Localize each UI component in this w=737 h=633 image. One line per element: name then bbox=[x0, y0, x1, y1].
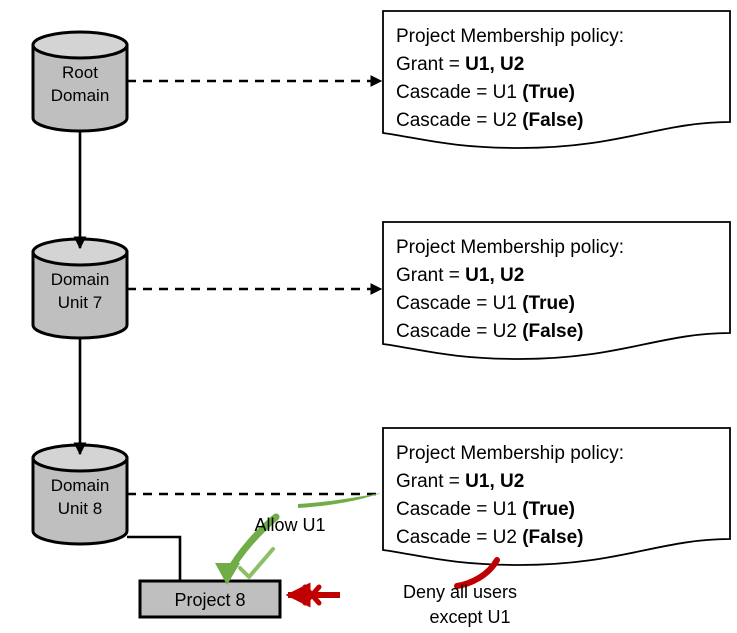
edge-unit8-to-project8 bbox=[127, 535, 182, 583]
note-shape bbox=[382, 427, 731, 566]
note-grant-value: U1, U2 bbox=[465, 265, 524, 286]
note-cascade1-value: (True) bbox=[522, 293, 575, 314]
note-grant-label: Grant = bbox=[396, 265, 465, 286]
note-shape bbox=[382, 10, 731, 149]
note-title: Project Membership policy: bbox=[396, 443, 624, 464]
note-cascade2-label: Cascade = U2 bbox=[396, 110, 522, 131]
policy-note-root[interactable]: Project Membership policy: Grant = U1, U… bbox=[382, 10, 731, 149]
policy-note-unit7[interactable]: Project Membership policy: Grant = U1, U… bbox=[382, 221, 731, 360]
note-cascade2-label: Cascade = U2 bbox=[396, 321, 522, 342]
note-cascade2-value: (False) bbox=[522, 321, 583, 342]
allow-arrow-head bbox=[215, 563, 240, 585]
cylinder-top bbox=[31, 30, 129, 60]
node-domain-unit-8-label-1: Domain bbox=[51, 476, 110, 495]
allow-check-icon bbox=[238, 547, 275, 579]
note-cascade2-line: Cascade = U2 (False) bbox=[396, 110, 583, 131]
node-domain-unit-7[interactable]: Domain Unit 7 bbox=[31, 237, 129, 340]
note-cascade1-value: (True) bbox=[522, 499, 575, 520]
note-cascade2-value: (False) bbox=[522, 527, 583, 548]
note-grant-line: Grant = U1, U2 bbox=[396, 54, 524, 75]
deny-x-icon bbox=[302, 584, 322, 606]
note-cascade2-label: Cascade = U2 bbox=[396, 527, 522, 548]
note-title: Project Membership policy: bbox=[396, 26, 624, 47]
cylinder-body bbox=[31, 250, 129, 340]
deny-annotation-label-1: Deny all users bbox=[403, 582, 517, 602]
note-cascade1-line: Cascade = U1 (True) bbox=[396, 293, 575, 314]
note-grant-value: U1, U2 bbox=[465, 471, 524, 492]
note-title: Project Membership policy: bbox=[396, 237, 624, 258]
note-grant-line: Grant = U1, U2 bbox=[396, 265, 524, 286]
note-cascade1-value: (True) bbox=[522, 82, 575, 103]
cylinder-body bbox=[31, 456, 129, 546]
note-grant-label: Grant = bbox=[396, 471, 465, 492]
note-shape bbox=[382, 221, 731, 360]
policy-note-unit8[interactable]: Project Membership policy: Grant = U1, U… bbox=[382, 427, 731, 566]
note-grant-line: Grant = U1, U2 bbox=[396, 471, 524, 492]
deny-annotation-label-2: except U1 bbox=[429, 607, 510, 627]
node-root-domain-label-1: Root bbox=[62, 63, 98, 82]
node-domain-unit-7-label-2: Unit 7 bbox=[58, 293, 102, 312]
note-cascade2-line: Cascade = U2 (False) bbox=[396, 527, 583, 548]
node-root-domain[interactable]: Root Domain bbox=[31, 30, 129, 133]
note-cascade1-label: Cascade = U1 bbox=[396, 82, 522, 103]
note-cascade2-value: (False) bbox=[522, 110, 583, 131]
note-cascade1-line: Cascade = U1 (True) bbox=[396, 82, 575, 103]
allow-annotation-label: Allow U1 bbox=[254, 515, 325, 535]
node-domain-unit-8-label-2: Unit 8 bbox=[58, 499, 102, 518]
node-domain-unit-8[interactable]: Domain Unit 8 bbox=[31, 443, 129, 546]
note-cascade1-label: Cascade = U1 bbox=[396, 293, 522, 314]
note-grant-value: U1, U2 bbox=[465, 54, 524, 75]
note-cascade1-label: Cascade = U1 bbox=[396, 499, 522, 520]
node-project-8-label: Project 8 bbox=[174, 590, 245, 610]
node-domain-unit-7-label-1: Domain bbox=[51, 270, 110, 289]
allow-arrow-tail bbox=[298, 493, 381, 508]
deny-hook-stroke bbox=[454, 557, 500, 589]
note-grant-label: Grant = bbox=[396, 54, 465, 75]
node-root-domain-label-2: Domain bbox=[51, 86, 110, 105]
project-box-rect bbox=[138, 579, 282, 619]
node-project-8[interactable]: Project 8 bbox=[138, 579, 282, 619]
cylinder-body bbox=[31, 43, 129, 133]
note-cascade1-line: Cascade = U1 (True) bbox=[396, 499, 575, 520]
note-cascade2-line: Cascade = U2 (False) bbox=[396, 321, 583, 342]
